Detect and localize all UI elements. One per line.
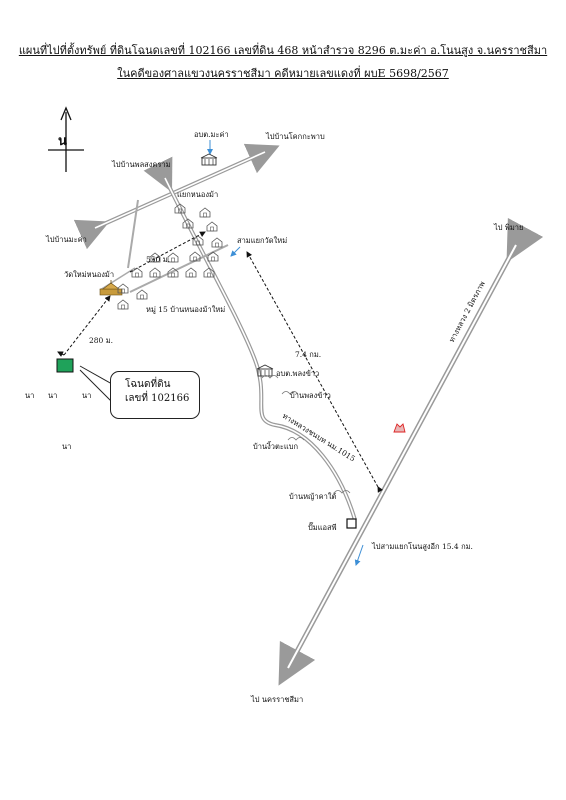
highway-2-road	[278, 217, 544, 686]
label-ban-ya-kha: บ้านหญ้าคาใต้	[289, 492, 337, 501]
label-to-phon-songkhram: ไปบ้านพลสงคราม	[112, 160, 171, 169]
label-to-nakhon: ไป นครราชสีมา	[251, 695, 304, 704]
label-to-makha: ไปบ้านมะค่า	[46, 235, 87, 244]
petrol-station-icon	[346, 518, 357, 529]
label-obt-phlong-khao: อบต.พลงข้าว	[276, 369, 320, 378]
map-title-line1: แผนที่ไปที่ตั้งทรัพย์ ที่ดินโฉนดเลขที่ 1…	[18, 44, 548, 57]
label-distance-280: 280 ม.	[89, 336, 114, 345]
dash-550m	[129, 231, 206, 273]
label-wat-mai-junction: สามแยกวัดใหม่	[237, 236, 288, 245]
label-farm: นา	[48, 391, 58, 400]
label-to-sam-yaek: ไปสามแยกโนนสูงอีก 15.4 กม.	[372, 542, 473, 551]
label-to-khok-kra-phab: ไปบ้านโคกกะพาบ	[266, 132, 325, 141]
label-wat-mai-nong-ma: วัดใหม่หนองม้า	[64, 270, 115, 279]
land-plot-marker	[56, 358, 74, 373]
label-distance-7km: 7.4 กม.	[295, 350, 322, 359]
village-cluster-icon	[261, 375, 351, 494]
label-ban-phlong-khao: บ้านพลงข้าว	[290, 391, 331, 400]
label-farm: นา	[82, 391, 92, 400]
label-to-phimai: ไป พิมาย	[494, 223, 524, 232]
shell-logo-icon	[393, 423, 406, 433]
map-title-line2: ในคดีของศาลแขวงนครราชสีมา คดีหมายเลขแดงท…	[117, 67, 449, 80]
plot-callout: โฉนดที่ดิน เลขที่ 102166	[110, 371, 200, 419]
plot-callout-line2: เลขที่ 102166	[125, 392, 190, 404]
label-ptt-station: ปั๊มแอสพี	[308, 523, 337, 532]
plot-callout-line1: โฉนดที่ดิน	[125, 379, 171, 390]
label-farm: นา	[62, 442, 72, 451]
label-farm: นา	[25, 391, 35, 400]
makha-road	[127, 199, 139, 269]
temple-icon	[99, 280, 123, 296]
dash-280m	[63, 295, 111, 356]
government-building-icon	[200, 153, 218, 166]
rural-road-1015	[143, 156, 357, 521]
label-village-15: หมู่ 15 บ้านหนองม้าใหม่	[146, 305, 226, 314]
label-nong-ma-junction: แยกหนองม้า	[177, 190, 219, 199]
label-ban-ngiew: บ้านงิ้วตะแบก	[253, 442, 299, 451]
north-label: น	[58, 134, 67, 149]
top-road	[73, 143, 280, 250]
label-obt-makha: อบต.มะค่า	[194, 130, 229, 139]
label-distance-550: 550 ม.	[146, 255, 171, 264]
